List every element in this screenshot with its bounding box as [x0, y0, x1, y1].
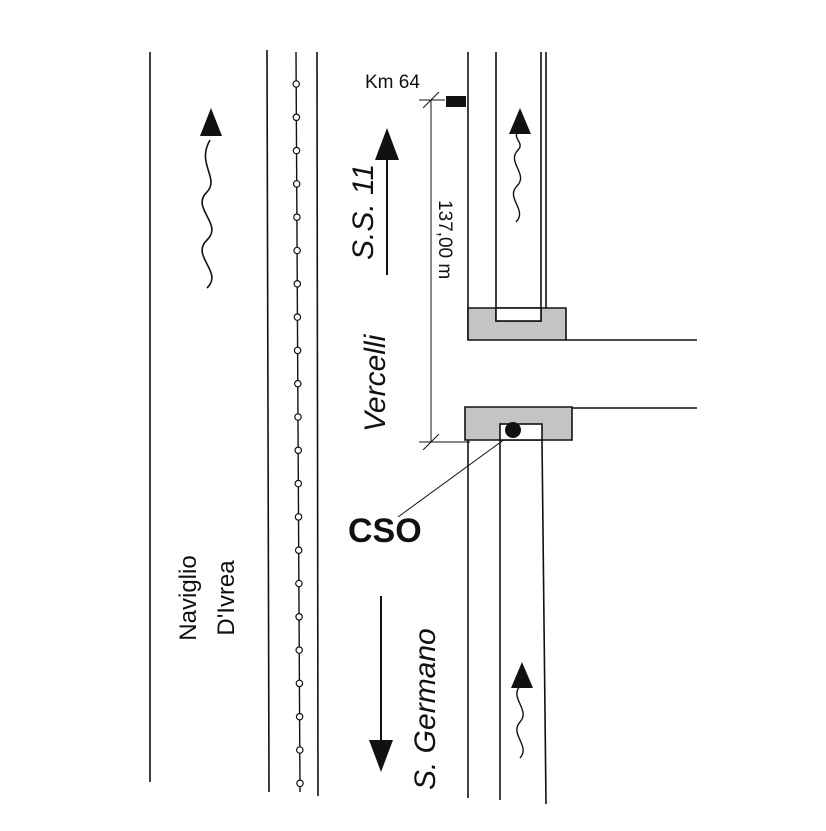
upper-channel-arrowhead-icon: [509, 108, 531, 134]
guardrail-post-icon: [295, 646, 304, 654]
upper-channel-flow-wavy-arrow-icon: [512, 131, 522, 223]
guardrail-post-icon: [293, 213, 301, 222]
guardrail-post-icon: [295, 579, 303, 588]
guardrail-post-icon: [294, 446, 303, 455]
km-marker-post-icon: [446, 96, 466, 107]
guardrail-line: [295, 51, 301, 793]
guardrail-post-icon: [292, 80, 301, 88]
road-code-label: S.S. 11: [347, 164, 380, 260]
guardrail-post-icon: [296, 779, 304, 788]
guardrail-post-icon: [292, 180, 301, 188]
lower-channel-inner-right: [541, 439, 547, 805]
direction-south-label: S. Germano: [409, 628, 442, 790]
direction-north-label-wrap: Vercelli: [359, 333, 392, 432]
guardrail-post-icon: [295, 612, 303, 621]
canal-label-line2: D'Ivrea: [213, 560, 240, 636]
guardrail-post-icon: [294, 546, 303, 555]
lower-channel-arrowhead-icon: [511, 662, 533, 688]
upper-outfall-notch: [495, 307, 542, 322]
guardrail-post-icon: [293, 313, 302, 321]
road-left-edge: [316, 51, 319, 797]
guardrail-post-icon: [293, 279, 302, 288]
guardrail-post-icon: [293, 379, 302, 388]
guardrail-post-icon: [294, 513, 303, 521]
guardrail-post-icon: [293, 346, 302, 355]
road-code-label-wrap: S.S. 11: [347, 164, 380, 260]
north-arrow-icon: [375, 128, 399, 160]
distance-label: 137,00 m: [434, 200, 455, 279]
direction-south-label-wrap: S. Germano: [409, 628, 442, 790]
canal-right-bank: [266, 49, 270, 793]
cso-leader-line: [397, 435, 510, 518]
south-arrow-icon: [369, 740, 393, 772]
guardrail-post-icon: [292, 146, 301, 155]
lower-channel-flow-wavy-arrow-icon: [516, 685, 524, 759]
guardrail-post-icon: [295, 679, 304, 688]
cso-overflow-point-icon: [505, 422, 521, 438]
canal-label-line1: Naviglio: [175, 555, 202, 640]
guardrail-post-icon: [292, 113, 301, 122]
cso-label: CSO: [348, 512, 422, 550]
guardrail-posts: [292, 80, 304, 788]
guardrail-post-icon: [295, 712, 304, 721]
guardrail-post-icon: [294, 479, 303, 488]
guardrail-post-icon: [295, 746, 304, 754]
direction-north-label: Vercelli: [359, 333, 392, 432]
guardrail-post-icon: [293, 246, 301, 255]
canal-label: Naviglio D'Ivrea: [175, 555, 240, 640]
distance-label-wrap: 137,00 m: [434, 200, 455, 279]
canal-flow-wavy-arrow-icon: [201, 139, 213, 289]
km-marker-label: Km 64: [365, 72, 420, 93]
canal-flow-arrowhead-icon: [200, 108, 222, 136]
guardrail-post-icon: [294, 413, 302, 421]
